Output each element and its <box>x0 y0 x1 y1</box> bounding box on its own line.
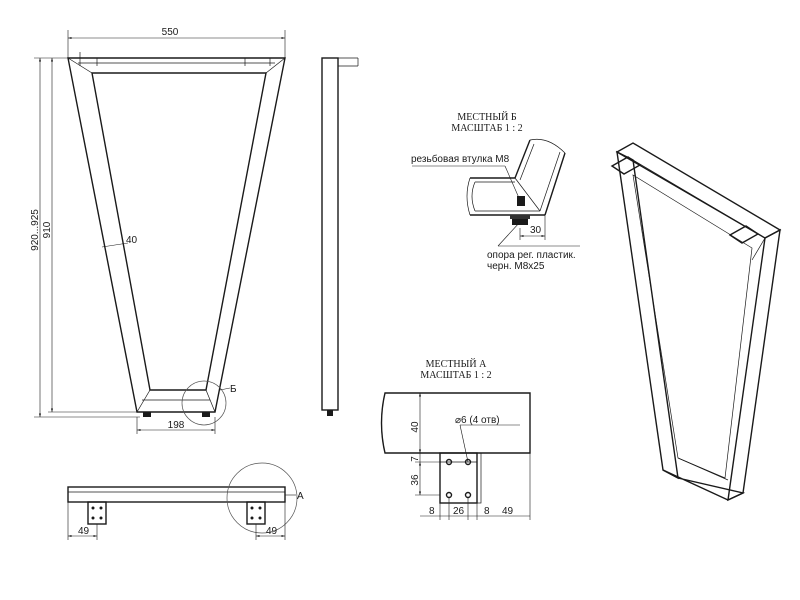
detail-a-hole-label: ⌀6 (4 отв) <box>455 415 500 426</box>
detail-b-tube-break-left <box>466 177 471 216</box>
detail-a-40-label: 40 <box>410 421 421 433</box>
frame-inner-outline <box>91 72 267 391</box>
detail-a-hole-leader <box>459 424 469 463</box>
detail-b-support-leader <box>497 221 521 247</box>
bottom-plate-left-hole-2 <box>99 506 103 510</box>
iso-top-tube-inner <box>632 159 766 239</box>
detail-a-8-left-label: 8 <box>429 506 435 517</box>
detail-b-slant-inner-left <box>519 143 535 181</box>
side-view <box>321 57 359 416</box>
bottom-plate-right-hole-4 <box>258 516 262 520</box>
detail-b-slant-break <box>529 138 566 154</box>
callout-b-leader <box>219 387 231 391</box>
detail-b-support-label-2: черн. М8х25 <box>487 261 545 272</box>
iso-inner-opening <box>632 174 753 479</box>
callout-b-label: Б <box>230 384 237 395</box>
callout-a-circle <box>226 462 298 534</box>
detail-b-slant-right <box>544 152 566 216</box>
bottom-plate-left <box>87 501 107 525</box>
detail-b-title-1: МЕСТНЫЙ Б <box>457 111 516 123</box>
dim-550-label: 550 <box>162 27 179 38</box>
detail-b-30-label: 30 <box>530 225 542 236</box>
detail-a-49-label: 49 <box>502 506 514 517</box>
bottom-plate-right-hole-1 <box>250 506 254 510</box>
iso-bottom-tube <box>662 469 746 501</box>
bottom-plate-left-hole-1 <box>91 506 95 510</box>
detail-a-hole-4 <box>464 491 472 499</box>
detail-b-foot-plate <box>510 215 530 219</box>
iso-top-plate-left <box>610 156 642 175</box>
dim-920-label: 920...925 <box>30 209 41 251</box>
dim-198-label: 198 <box>168 420 185 431</box>
detail-b-tube-break-inner <box>471 181 476 212</box>
dim-49-right-label: 49 <box>266 526 278 537</box>
callout-a-label: А <box>297 491 304 502</box>
iso-right-tube <box>727 228 781 502</box>
iso-left-tube <box>616 150 679 480</box>
bottom-plate-right-hole-3 <box>250 516 254 520</box>
bottom-beam <box>67 486 286 503</box>
callout-b-circle <box>181 380 227 426</box>
detail-a-hole-3 <box>445 491 453 499</box>
side-foot <box>327 410 333 416</box>
detail-b-title-2: МАСШТАБ 1 : 2 <box>451 123 522 134</box>
corner-bevel-tr <box>265 57 286 74</box>
bottom-view: А 49 49 <box>67 462 304 540</box>
side-profile <box>321 57 339 411</box>
detail-a-hole-1 <box>445 458 453 466</box>
detail-b-support-label-1: опора рег. пластик. <box>487 250 576 261</box>
dim-49-left-label: 49 <box>78 526 90 537</box>
iso-right-tube-edge <box>751 237 766 261</box>
detail-a-26-label: 26 <box>453 506 465 517</box>
detail-a-plate <box>439 452 478 504</box>
frame-outer-outline <box>67 57 286 413</box>
bottom-plate-right-hole-2 <box>258 506 262 510</box>
detail-a-title-2: МАСШТАБ 1 : 2 <box>420 370 491 381</box>
detail-b-slant-left <box>514 139 531 179</box>
detail-b-slant-inner-right <box>539 151 561 212</box>
detail-a-36-label: 36 <box>410 474 421 486</box>
iso-top-plate-right <box>728 225 760 244</box>
detail-a-title-1: МЕСТНЫЙ А <box>426 358 487 370</box>
dim-910-label: 910 <box>42 221 53 238</box>
foot-left <box>143 412 151 417</box>
front-view: 550 920...925 910 40 198 Б <box>30 27 286 434</box>
detail-a-plate-side <box>476 452 482 504</box>
bottom-plate-left-hole-4 <box>99 516 103 520</box>
corner-bevel-bl <box>136 389 151 413</box>
bottom-plate-right <box>246 501 266 525</box>
detail-b-weld-line <box>514 177 541 212</box>
detail-b-bushing-label: резьбовая втулка М8 <box>411 153 510 165</box>
detail-b-bushing <box>517 196 525 206</box>
detail-a: МЕСТНЫЙ А МАСШТАБ 1 : 2 ⌀6 (4 отв) 40 7 … <box>380 358 531 520</box>
detail-a-7-label: 7 <box>410 456 421 462</box>
bottom-plate-left-hole-3 <box>91 516 95 520</box>
corner-bevel-br <box>205 389 216 413</box>
foot-right <box>202 412 210 417</box>
detail-a-hole-2 <box>464 458 472 466</box>
dim-40-label: 40 <box>126 235 138 246</box>
dim-40-line <box>101 242 129 248</box>
isometric-view <box>610 142 782 502</box>
detail-a-8-right-label: 8 <box>484 506 490 517</box>
detail-a-beam <box>380 392 531 454</box>
detail-b: МЕСТНЫЙ Б МАСШТАБ 1 : 2 резьбовая втулка… <box>411 111 580 272</box>
detail-b-bushing-leader <box>504 165 520 199</box>
